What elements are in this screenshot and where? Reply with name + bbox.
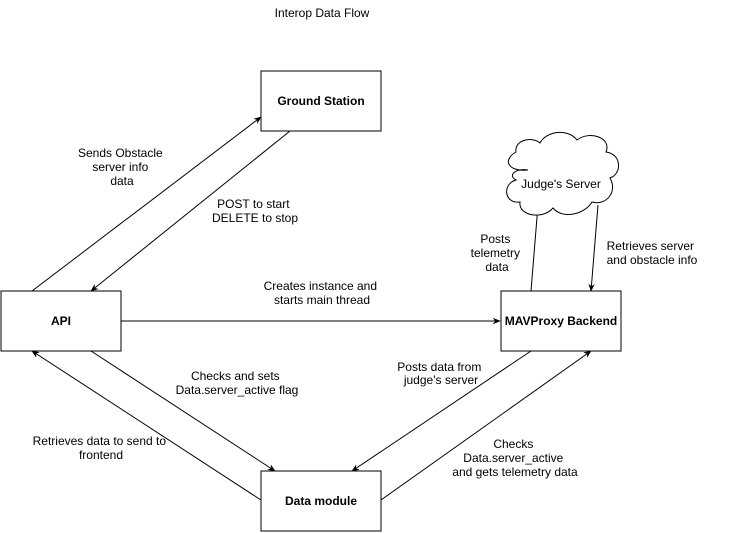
ground-station-node [260,70,382,132]
edge-data-module-to-mavproxy [380,350,592,501]
api-node [0,290,122,352]
edge-judge-server-to-mavproxy [588,204,599,292]
edge-label-ground-station-to-api: POST to start DELETE to stop [212,197,298,225]
edge-mavproxy-to-data-module [351,350,532,472]
edge-ground-station-to-api [90,130,291,292]
mavproxy-node [500,290,622,352]
edge-mavproxy-to-judge-server [530,204,541,292]
data-module-label: Data module [285,494,357,508]
edge-label-api-to-data-module: Checks and sets Data.server_active flag [176,369,299,397]
edge-api-to-ground-station [31,116,262,292]
edge-label-mavproxy-to-data-module: Posts data from judge's server [397,360,484,387]
edge-data-module-to-api [31,350,262,501]
edge-label-data-module-to-mavproxy: Checks Data.server_active and gets telem… [452,437,578,479]
api-label: API [51,314,71,328]
edge-label-api-to-mavproxy: Creates instance and starts main thread [264,279,381,307]
data-module-node [260,470,382,532]
judge-server-label: Judge's Server [521,177,601,191]
edge-label-data-module-to-api: Retrieves data to send to frontend [33,434,170,462]
edge-label-judge-server-to-mavproxy: Retrieves server and obstacle info [607,239,698,267]
mavproxy-label: MAVProxy Backend [505,314,617,328]
edge-label-mavproxy-to-judge-server: Posts telemetry data [471,232,524,274]
edge-label-api-to-ground-station: Sends Obstacle server info data [78,146,166,188]
edge-api-to-data-module [90,350,276,472]
judge-server-cloud-node [506,132,619,216]
ground-station-label: Ground Station [277,94,364,108]
diagram-title: Interop Data Flow [275,6,370,20]
